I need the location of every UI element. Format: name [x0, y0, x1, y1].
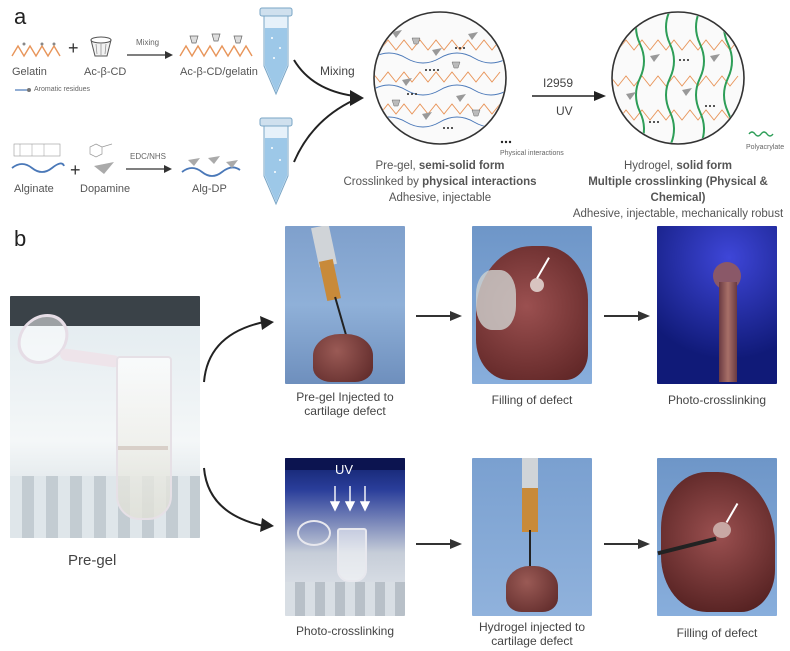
edc-arrow: [126, 165, 172, 173]
photo-filling-defect-bottom: [657, 458, 777, 616]
uv-down-arrows: [329, 486, 371, 512]
caption-bottom-1-l1: Photo-crosslinking: [295, 624, 395, 638]
alg-dp-label: Alg-DP: [192, 183, 227, 195]
dopamine-icon: [89, 143, 114, 174]
gelatin-complex-icon: [179, 33, 253, 58]
pregel-tube-photo: [10, 296, 200, 538]
tube-top-icon: [259, 7, 293, 96]
arrow-bottom-1: [416, 539, 462, 549]
caption-bottom-2-l1: Hydrogel injected to: [478, 620, 586, 634]
pregel-caption-l2a: Crosslinked by: [343, 176, 423, 188]
caption-top-2-l1: Filling of defect: [491, 393, 573, 407]
caption-bottom-2: Hydrogel injected to cartilage defect: [464, 620, 600, 648]
caption-top-1-l2: cartilage defect: [304, 404, 386, 418]
pregel-caption-l2b: physical interactions: [422, 176, 537, 188]
mixing-label-small: Mixing: [136, 38, 160, 47]
panel-a-letter: a: [14, 4, 27, 29]
pregel-caption-l3: Adhesive, injectable: [388, 192, 492, 204]
caption-bottom-2-l2: cartilage defect: [491, 634, 573, 648]
hydrogel-caption-l2: Multiple crosslinking (Physical & Chemic…: [588, 176, 768, 204]
caption-bottom-3-l1: Filling of defect: [676, 626, 758, 640]
caption-top-1: Pre-gel Injected to cartilage defect: [280, 390, 410, 418]
tube-bottom-icon: [259, 117, 293, 206]
branch-arrow-top: [203, 316, 274, 383]
pregel-photo-label: Pre-gel: [68, 552, 117, 569]
photo-photo-crosslinking-bottom: UV: [285, 458, 405, 616]
photo-photo-crosslinking-top: [657, 226, 777, 384]
hydrogel-network-circle: [611, 11, 745, 145]
arrow-top-2: [604, 311, 650, 321]
polyacrylate-label: Polyacrylate: [746, 144, 785, 151]
pregel-network-circle: [373, 11, 507, 145]
panel-b-letter: b: [14, 226, 27, 251]
uv-label-a: UV: [556, 104, 573, 118]
photo-filling-defect-top: [472, 226, 592, 384]
alginate-icon: [11, 143, 65, 173]
hydrogel-caption-l1b: solid form: [676, 160, 732, 172]
arrow-bottom-2: [604, 539, 650, 549]
alginate-label: Alginate: [14, 183, 54, 195]
plus-sign-bottom: +: [70, 160, 81, 180]
caption-bottom-1: Photo-crosslinking: [282, 624, 408, 638]
polyacrylate-legend-icon: [748, 131, 774, 137]
uv-label-b: UV: [335, 462, 354, 477]
plus-sign-top: +: [68, 38, 79, 58]
gelatin-label: Gelatin: [12, 66, 47, 78]
aromatic-residues-label: Aromatic residues: [34, 86, 91, 93]
dopamine-label: Dopamine: [80, 183, 131, 195]
pregel-caption-l1b: semi-solid form: [418, 160, 505, 172]
caption-top-2: Filling of defect: [472, 393, 592, 407]
hydrogel-caption: Hydrogel, solid form Multiple crosslinki…: [566, 158, 790, 222]
mixing-curve-arrows: [293, 59, 364, 163]
ac-cd-label: Ac-β-CD: [84, 66, 127, 78]
uv-arrow: [532, 91, 606, 101]
i2959-label: I2959: [543, 76, 574, 90]
arrow-top-1: [416, 311, 462, 321]
gelatin-chain-icon: [11, 42, 61, 58]
cyclodextrin-icon: [90, 36, 112, 57]
caption-top-3-l1: Photo-crosslinking: [667, 393, 767, 407]
aromatic-residue-icon: [15, 88, 31, 92]
physical-interactions-label: Physical interactions: [500, 150, 564, 157]
caption-bottom-3: Filling of defect: [657, 626, 777, 640]
pregel-caption-l1a: Pre-gel,: [375, 160, 419, 172]
ac-cd-gelatin-label: Ac-β-CD/gelatin: [180, 66, 258, 78]
edc-nhs-label: EDC/NHS: [130, 152, 167, 161]
alg-dp-icon: [181, 156, 241, 177]
photo-pregel-injection: [285, 226, 405, 384]
physical-interactions-legend-icon: [500, 140, 512, 144]
hydrogel-caption-l3: Adhesive, injectable, mechanically robus…: [572, 208, 784, 220]
caption-top-3: Photo-crosslinking: [657, 393, 777, 407]
photo-hydrogel-injection: [472, 458, 592, 616]
mixing-label-main: Mixing: [320, 64, 355, 78]
hydrogel-caption-l1a: Hydrogel,: [623, 160, 677, 172]
branch-arrow-bottom: [203, 467, 274, 532]
pregel-caption: Pre-gel, semi-solid form Crosslinked by …: [340, 158, 540, 206]
mixing-arrow-small: [127, 51, 173, 59]
caption-top-1-l1: Pre-gel Injected to: [296, 390, 394, 404]
